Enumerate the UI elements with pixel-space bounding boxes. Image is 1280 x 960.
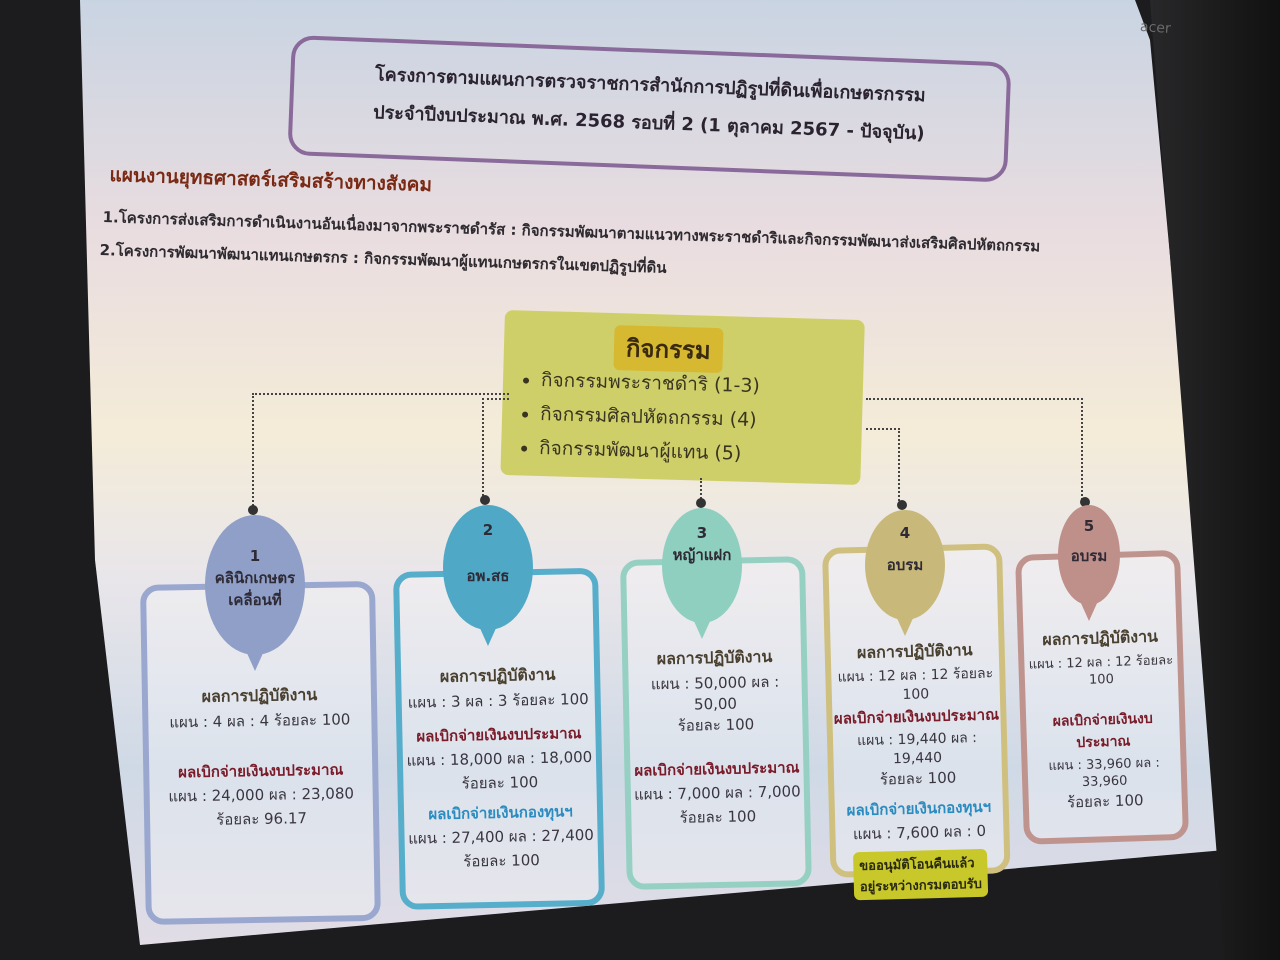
budget-value: แผน : 33,960 ผล : 33,960 <box>1048 755 1160 791</box>
perf-value: แผน : 3 ผล : 3 ร้อยละ 100 <box>407 689 589 712</box>
pin-3 <box>696 498 706 508</box>
activity-number: 4 <box>899 524 911 542</box>
connector-5 <box>866 398 1083 500</box>
budget-label: ผลเบิกจ่ายเงินงบประมาณ <box>634 758 800 780</box>
budget-pct: ร้อยละ 100 <box>461 773 539 793</box>
activity-name: อบรม <box>1070 547 1108 565</box>
fund-value: แผน : 27,400 ผล : 27,400 <box>408 825 595 848</box>
perf-label: ผลการปฏิบัติงาน <box>656 646 773 669</box>
bubble-1: 1 คลินิกเกษตร เคลื่อนที่ <box>205 515 305 671</box>
activity-number: 5 <box>1083 517 1095 535</box>
connector-2 <box>482 398 509 500</box>
projector-brand: acer <box>1139 18 1172 38</box>
bubble-2: 2 อพ.สธ <box>443 505 533 646</box>
perf-value: แผน : 4 ผล : 4 ร้อยละ 100 <box>169 710 351 732</box>
activity-box: กิจกรรม กิจกรรมพระราชดำริ (1-3) กิจกรรมศ… <box>500 310 865 485</box>
budget-pct: ร้อยละ 100 <box>1066 791 1144 812</box>
activity-name: อพ.สธ <box>466 567 510 585</box>
activity-number: 2 <box>482 521 494 539</box>
fund-pct: ร้อยละ 100 <box>463 850 541 871</box>
budget-value: แผน : 19,440 ผล : 19,440 <box>856 730 978 768</box>
budget-value: แผน : 24,000 ผล : 23,080 <box>168 784 355 806</box>
pin-1 <box>248 505 258 515</box>
activity-item: กิจกรรมพัฒนาผู้แทน (5) <box>539 431 759 471</box>
budget-pct: ร้อยละ 96.17 <box>216 809 308 829</box>
budget-label: ผลเบิกจ่ายเงินงบประมาณ <box>1052 710 1154 752</box>
activity-number: 1 <box>249 547 261 565</box>
budget-pct: ร้อยละ 100 <box>879 768 957 789</box>
fund-value: แผน : 7,600 ผล : 0 <box>852 821 987 844</box>
bubble-3: 3 หญ้าแฝก <box>662 508 742 639</box>
perf-value: แผน : 50,000 ผล : 50,00 <box>650 672 780 714</box>
budget-pct: ร้อยละ 100 <box>679 807 757 827</box>
perf-value: แผน : 12 ผล : 12 ร้อยละ 100 <box>1028 653 1174 688</box>
connector-3 <box>700 478 702 503</box>
connector-4 <box>866 428 900 505</box>
activity-number: 3 <box>696 524 708 542</box>
bubble-4: 4 อบรม <box>865 510 945 636</box>
status-note: ขออนุมัติโอนคืนแล้ว อยู่ระหว่างกรมตอบรับ <box>852 848 989 901</box>
connector-1 <box>252 393 509 510</box>
perf-value: แผน : 12 ผล : 12 ร้อยละ 100 <box>837 665 994 703</box>
budget-value: แผน : 7,000 ผล : 7,000 <box>633 782 801 804</box>
pin-5 <box>1080 497 1090 507</box>
activity-name: หญ้าแฝก <box>672 546 732 564</box>
budget-value: แผน : 18,000 ผล : 18,000 <box>406 747 593 770</box>
pin-4 <box>897 500 907 510</box>
pin-2 <box>480 495 490 505</box>
status-note-line2: อยู่ระหว่างกรมตอบรับ <box>859 876 983 896</box>
activity-name: คลินิกเกษตร <box>214 569 296 587</box>
perf-pct: ร้อยละ 100 <box>677 715 755 735</box>
bubble-5: 5 อบรม <box>1058 505 1120 621</box>
activity-name-line2: เคลื่อนที่ <box>228 591 282 609</box>
perf-label: ผลการปฏิบัติงาน <box>201 684 318 706</box>
activity-name: อบรม <box>886 556 924 574</box>
